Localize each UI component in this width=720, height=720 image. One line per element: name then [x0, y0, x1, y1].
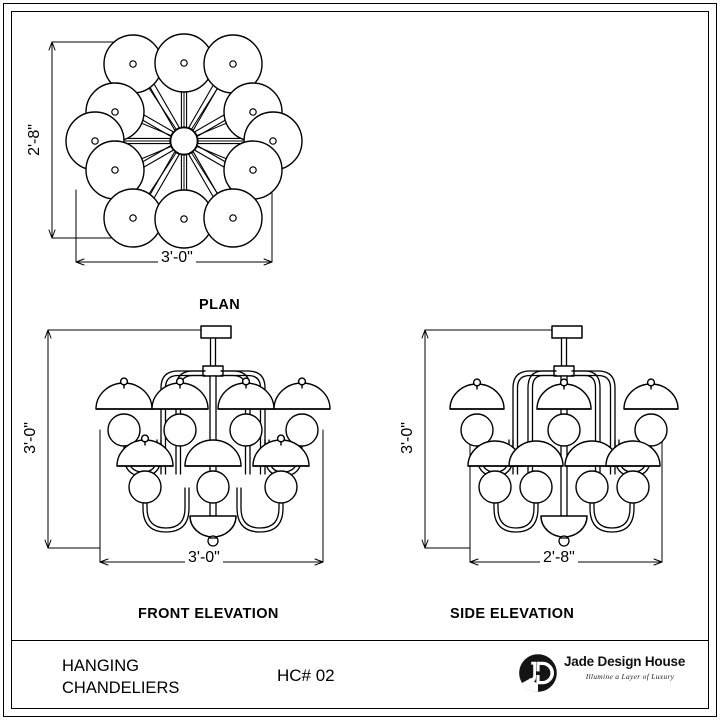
logo-wordmark: Jade Design House Illumine a Layer of Lu… — [564, 654, 696, 681]
product-name-line-2: CHANDELIERS — [62, 679, 180, 697]
front-width-dimension: 3'-0" — [185, 549, 223, 567]
side-height-dimension: 3'-0" — [398, 419, 417, 457]
front-height-dimension: 3'-0" — [21, 419, 40, 457]
side-width-dimension: 2'-8" — [540, 549, 578, 567]
plan-view-drawing — [48, 33, 303, 266]
company-tagline: Illumine a Layer of Luxury — [585, 672, 675, 681]
plan-depth-dimension: 2'-8" — [25, 121, 44, 159]
jade-design-house-monogram-icon — [519, 654, 557, 692]
company-logo: Jade Design House Illumine a Layer of Lu… — [518, 652, 698, 694]
front-elevation-label: FRONT ELEVATION — [138, 606, 279, 622]
product-name: HANGING CHANDELIERS — [62, 655, 179, 699]
sheet-border-inner — [11, 11, 709, 709]
product-name-line-1: HANGING — [62, 657, 140, 675]
plan-width-dimension: 3'-0" — [158, 249, 196, 267]
title-block-divider — [11, 640, 709, 641]
product-code: HC# 02 — [277, 666, 335, 685]
side-elevation-drawing — [421, 325, 679, 566]
sheet-border-outer — [3, 3, 717, 717]
side-elevation-label: SIDE ELEVATION — [450, 606, 575, 622]
plan-view-label: PLAN — [199, 297, 241, 313]
front-elevation-drawing — [44, 325, 331, 566]
company-name: Jade Design House — [564, 654, 686, 669]
